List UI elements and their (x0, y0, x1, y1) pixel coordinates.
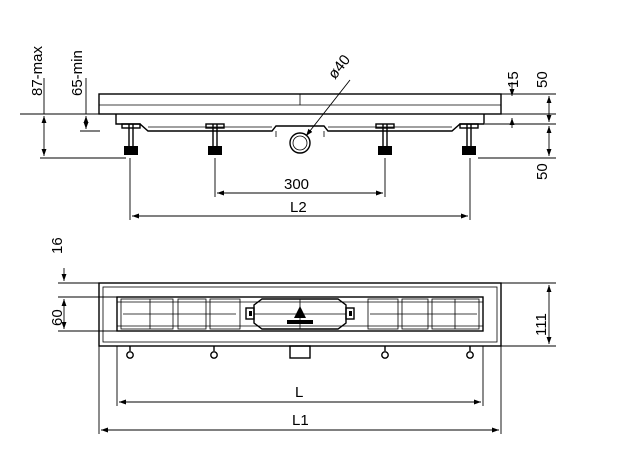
foot-4 (459, 123, 479, 155)
foot-1 (121, 123, 141, 155)
dim-16: 16 (49, 237, 66, 254)
dim-300: 300 (284, 176, 309, 193)
dim-L2: L2 (290, 199, 307, 216)
outlet-pipe (289, 132, 311, 154)
dim-L: L (295, 384, 303, 401)
top-view: 16 60 111 L L1 (49, 237, 556, 434)
foot-2 (205, 123, 225, 155)
grate-segments (120, 298, 480, 330)
dim-50-bottom: 50 (534, 163, 551, 180)
dim-60: 60 (49, 309, 66, 326)
channel-body (116, 296, 484, 332)
outlet-arrow-icon (294, 306, 306, 318)
dim-L1: L1 (292, 412, 309, 429)
dim-15: 15 (505, 71, 522, 88)
adjustable-feet (121, 123, 479, 155)
dim-65-min: 65-min (69, 50, 86, 96)
dim-87-max: 87-max (29, 45, 46, 96)
side-view: 87-max 65-min ø40 15 50 50 300 L2 (20, 45, 556, 220)
feet-top (126, 346, 474, 359)
dim-111: 111 (533, 313, 550, 336)
foot-3 (375, 123, 395, 155)
dim-diameter-40: ø40 (325, 52, 354, 83)
channel-frame (115, 114, 485, 132)
dim-50-top: 50 (534, 71, 551, 88)
